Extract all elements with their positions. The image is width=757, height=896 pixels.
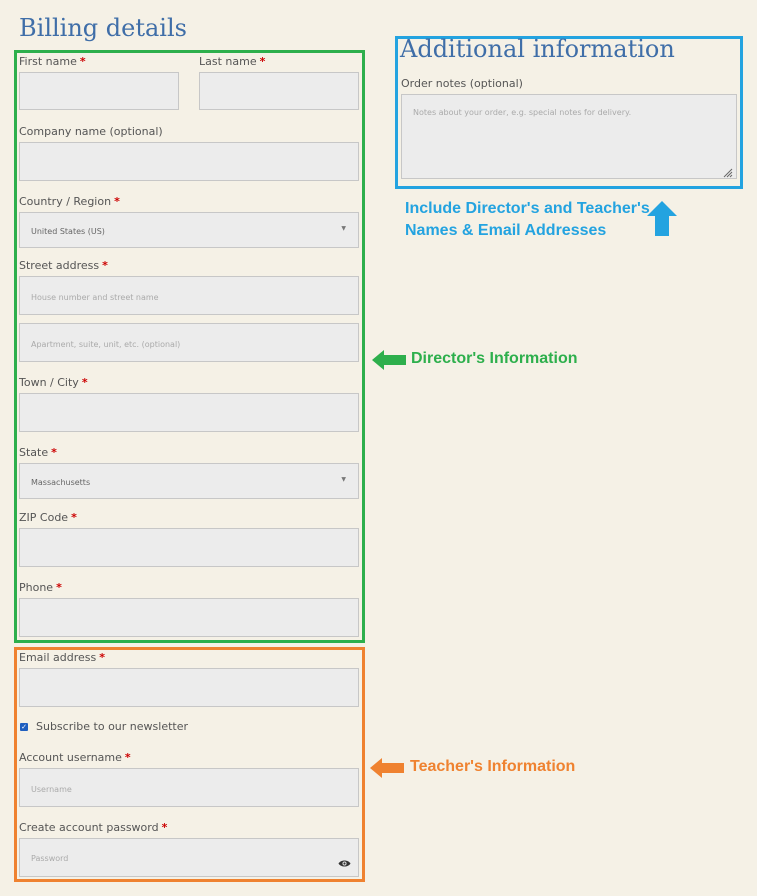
first-name-label-text: First name xyxy=(19,55,77,68)
zip-label-text: ZIP Code xyxy=(19,511,69,524)
city-label: Town / City* xyxy=(19,376,88,389)
email-input[interactable] xyxy=(19,668,359,707)
country-select[interactable]: United States (US) ▼ xyxy=(19,212,359,248)
street-address-placeholder: House number and street name xyxy=(31,293,159,302)
eye-icon[interactable] xyxy=(338,853,351,872)
required-asterisk: * xyxy=(102,259,108,272)
email-label: Email address* xyxy=(19,651,105,664)
order-notes-label: Order notes (optional) xyxy=(401,77,523,90)
city-label-text: Town / City xyxy=(19,376,79,389)
required-asterisk: * xyxy=(124,751,131,764)
street-address-2-placeholder: Apartment, suite, unit, etc. (optional) xyxy=(31,340,181,349)
company-label: Company name (optional) xyxy=(19,125,163,138)
required-asterisk: * xyxy=(71,511,77,524)
newsletter-label: Subscribe to our newsletter xyxy=(36,720,189,733)
required-asterisk: * xyxy=(51,446,57,459)
resize-grip-icon[interactable] xyxy=(721,163,733,178)
street-label: Street address* xyxy=(19,259,108,272)
password-input[interactable]: Password xyxy=(19,838,359,877)
required-asterisk: * xyxy=(161,821,168,834)
page-title: Billing details xyxy=(19,14,187,42)
last-name-label: Last name* xyxy=(199,55,265,68)
phone-label: Phone* xyxy=(19,581,62,594)
state-label-text: State xyxy=(19,446,49,459)
newsletter-checkbox[interactable]: ✓ xyxy=(20,723,28,731)
teacher-note: Teacher's Information xyxy=(410,758,576,775)
street-address-2-input[interactable]: Apartment, suite, unit, etc. (optional) xyxy=(19,323,359,362)
required-asterisk: * xyxy=(114,195,120,208)
required-asterisk: * xyxy=(56,581,62,594)
street-label-text: Street address xyxy=(19,259,100,272)
phone-label-text: Phone xyxy=(19,581,54,594)
username-placeholder: Username xyxy=(31,785,72,794)
required-asterisk: * xyxy=(259,55,266,68)
state-select[interactable]: Massachusetts ▼ xyxy=(19,463,359,499)
order-notes-placeholder: Notes about your order, e.g. special not… xyxy=(413,108,632,117)
password-label-text: Create account password xyxy=(19,821,159,834)
teacher-info-box xyxy=(14,647,365,882)
additional-note-line1: Include Director's and Teacher's xyxy=(405,200,650,217)
country-select-value: United States (US) xyxy=(31,227,105,236)
state-select-value: Massachusetts xyxy=(31,478,91,487)
required-asterisk: * xyxy=(79,55,86,68)
company-input[interactable] xyxy=(19,142,359,181)
chevron-down-icon: ▼ xyxy=(341,476,346,483)
arrow-left-icon xyxy=(370,758,404,778)
country-label-text: Country / Region xyxy=(19,195,112,208)
password-label: Create account password* xyxy=(19,821,167,834)
additional-info-title: Additional information xyxy=(400,35,675,63)
arrow-left-icon xyxy=(372,350,406,370)
email-label-text: Email address xyxy=(19,651,97,664)
additional-info-box xyxy=(395,36,743,189)
phone-input[interactable] xyxy=(19,598,359,637)
state-label: State* xyxy=(19,446,57,459)
additional-note-line2: Names & Email Addresses xyxy=(405,222,607,239)
username-input[interactable]: Username xyxy=(19,768,359,807)
order-notes-textarea[interactable]: Notes about your order, e.g. special not… xyxy=(401,94,737,179)
director-note: Director's Information xyxy=(411,350,578,367)
username-label-text: Account username xyxy=(19,751,122,764)
zip-label: ZIP Code* xyxy=(19,511,77,524)
street-address-input[interactable]: House number and street name xyxy=(19,276,359,315)
last-name-label-text: Last name xyxy=(199,55,257,68)
first-name-label: First name* xyxy=(19,55,86,68)
arrow-up-icon xyxy=(647,201,677,236)
zip-input[interactable] xyxy=(19,528,359,567)
chevron-down-icon: ▼ xyxy=(341,225,346,232)
director-info-box xyxy=(14,50,365,643)
country-label: Country / Region* xyxy=(19,195,120,208)
username-label: Account username* xyxy=(19,751,131,764)
first-name-input[interactable] xyxy=(19,72,179,110)
required-asterisk: * xyxy=(99,651,105,664)
last-name-input[interactable] xyxy=(199,72,359,110)
password-placeholder: Password xyxy=(31,854,69,863)
city-input[interactable] xyxy=(19,393,359,432)
required-asterisk: * xyxy=(81,376,88,389)
